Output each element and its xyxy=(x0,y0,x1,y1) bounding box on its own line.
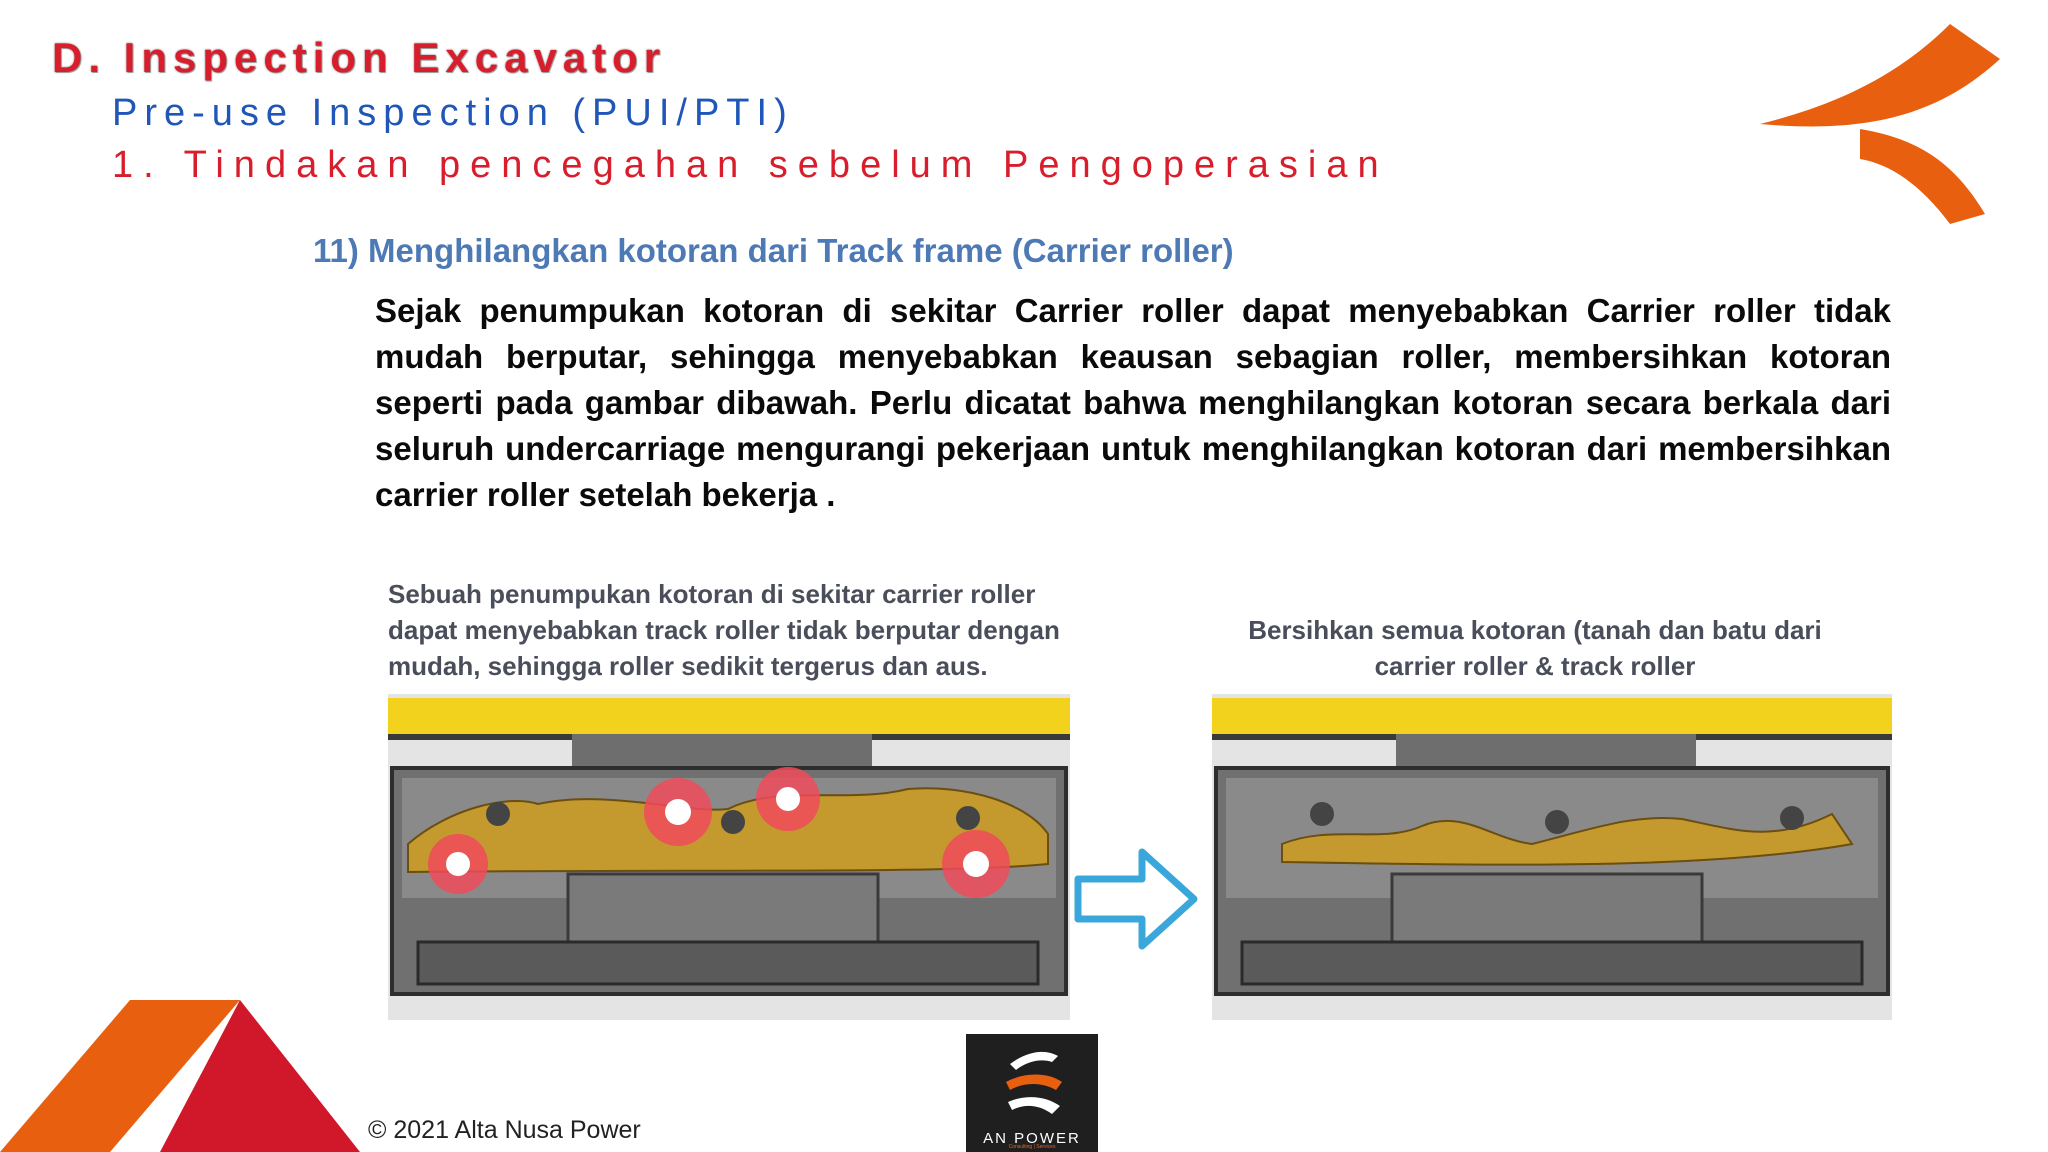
corner-chevron-decoration xyxy=(0,1000,360,1152)
left-figure-caption: Sebuah penumpukan kotoran di sekitar car… xyxy=(388,579,1060,681)
dirty-track-frame-diagram xyxy=(388,694,1070,1020)
brand-logo-mark xyxy=(1760,24,2000,224)
carrier-roller-3 xyxy=(1780,806,1804,830)
slide-subtitle: Pre-use Inspection (PUI/PTI) xyxy=(112,92,794,134)
brand-name: AN POWER xyxy=(983,1130,1081,1147)
upper-frame-beam xyxy=(388,698,1070,734)
logo-upper-stroke xyxy=(1760,24,2000,127)
track-chain xyxy=(416,940,1040,986)
carrier-roller-1 xyxy=(1310,802,1334,826)
center-support-block xyxy=(1396,734,1696,768)
right-figure-caption: Bersihkan semua kotoran (tanah dan batu … xyxy=(1248,615,1822,681)
wear-spark-marks xyxy=(428,767,1010,898)
slide-step-title: 1. Tindakan pencegahan sebelum Pengopera… xyxy=(112,144,1389,186)
upper-frame-beam xyxy=(1212,698,1892,734)
copyright-text: © 2021 Alta Nusa Power xyxy=(368,1116,641,1144)
carrier-roller-2 xyxy=(721,810,745,834)
carrier-roller-3 xyxy=(956,806,980,830)
brand-tagline: Consulting | Services xyxy=(1008,1144,1056,1150)
an-power-brand-badge: AN POWER Consulting | Services xyxy=(966,1034,1098,1152)
carrier-roller-1 xyxy=(486,802,510,826)
section-body-text: Sejak penumpukan kotoran di sekitar Carr… xyxy=(375,292,1891,513)
arrow-right-icon xyxy=(1074,848,1198,950)
remaining-dirt xyxy=(1281,812,1854,866)
section-heading: 11) Menghilangkan kotoran dari Track fra… xyxy=(313,232,1234,269)
slide-title: D. Inspection Excavator xyxy=(52,34,667,81)
logo-lower-stroke xyxy=(1860,129,1985,224)
an-power-logo-icon xyxy=(1006,1051,1062,1114)
center-support-block xyxy=(572,734,872,768)
carrier-roller-2 xyxy=(1545,810,1569,834)
track-chain xyxy=(1240,940,1864,986)
clean-track-frame-diagram xyxy=(1212,694,1892,1020)
